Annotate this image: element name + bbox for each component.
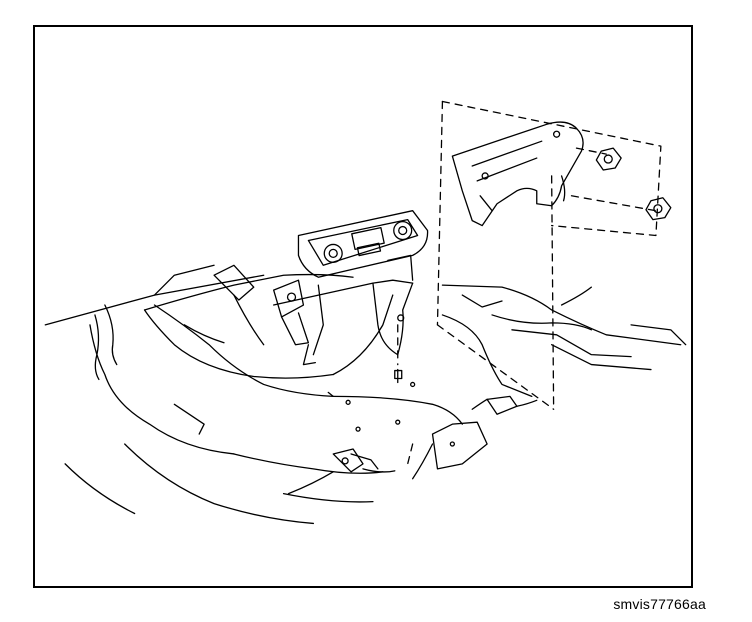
hvac-control-panel bbox=[298, 211, 427, 355]
vehicle-console-bracket-illustration bbox=[35, 27, 691, 586]
console-mounting-bracket bbox=[274, 255, 413, 354]
floor-crossmember bbox=[413, 422, 487, 479]
floor-studs bbox=[328, 370, 414, 432]
figure-caption: smvis77766aa bbox=[613, 596, 706, 612]
right-floor-panel bbox=[442, 285, 685, 396]
floor-outline bbox=[45, 265, 462, 523]
seat-belt-buckle-assembly bbox=[289, 449, 395, 494]
illustration-frame bbox=[33, 25, 693, 588]
exploded-view-guide-lines bbox=[398, 101, 661, 463]
left-wiring-harness bbox=[95, 305, 117, 379]
exploded-nut-lower bbox=[646, 198, 671, 220]
floor-console bbox=[145, 265, 393, 378]
harness-clip bbox=[472, 396, 537, 414]
exploded-nut-upper bbox=[596, 148, 621, 170]
exploded-support-bracket bbox=[452, 122, 583, 226]
